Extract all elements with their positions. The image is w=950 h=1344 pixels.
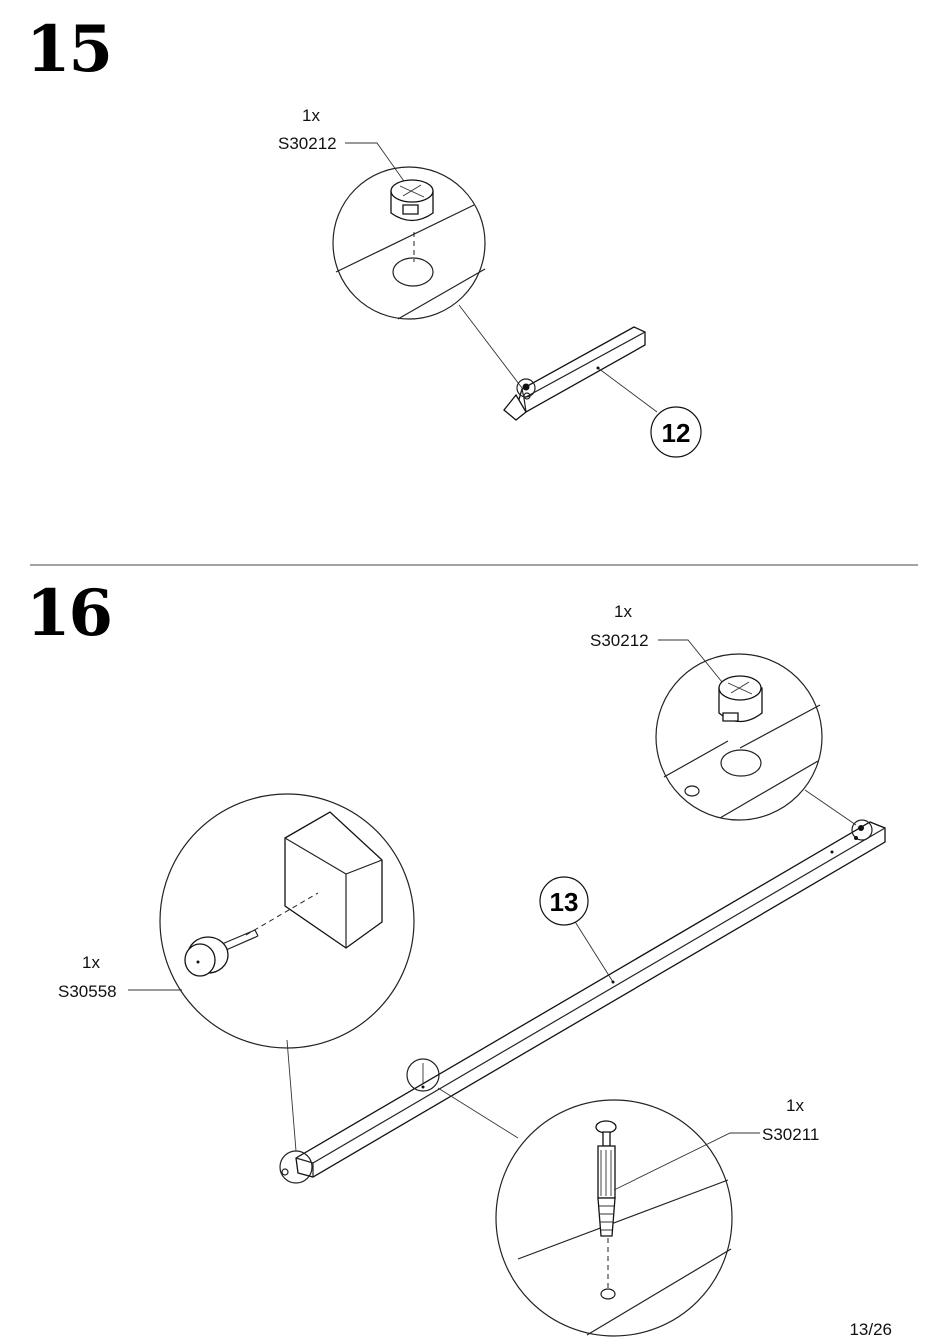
cam-lock-leader-line bbox=[658, 640, 722, 682]
rail-part-12 bbox=[504, 327, 645, 420]
part-leader-line bbox=[598, 368, 657, 412]
fitting-code: S30212 bbox=[278, 135, 337, 152]
fitting-code: S30558 bbox=[58, 983, 117, 1000]
page-number: 13/26 bbox=[849, 1320, 892, 1340]
part-badge-12: 12 bbox=[651, 407, 701, 457]
part-badge-12-text: 12 bbox=[662, 418, 691, 448]
glide-detail-circle bbox=[160, 794, 414, 1048]
detail-connector bbox=[459, 305, 522, 388]
fitting-code: S30212 bbox=[590, 632, 649, 649]
dowel-icon bbox=[596, 1121, 616, 1236]
dowel-leader-line bbox=[614, 1133, 760, 1190]
fitting-qty: 1x bbox=[82, 954, 100, 971]
dowel-detail-connector bbox=[438, 1088, 518, 1138]
cam-detail-connector bbox=[805, 790, 856, 825]
part-badge-13-text: 13 bbox=[550, 887, 579, 917]
part-badge-13: 13 bbox=[540, 877, 588, 925]
cam-lock-icon bbox=[391, 180, 433, 221]
step-15-illustration: 12 bbox=[333, 143, 701, 457]
glide-detail-connector bbox=[287, 1040, 296, 1151]
fitting-qty: 1x bbox=[786, 1097, 804, 1114]
felt-glide-icon bbox=[185, 937, 228, 976]
cam-lock-icon bbox=[719, 676, 762, 722]
fitting-qty: 1x bbox=[302, 107, 320, 124]
fitting-leader-line bbox=[345, 143, 406, 184]
fitting-qty: 1x bbox=[614, 603, 632, 620]
step-16-illustration: 13 bbox=[128, 640, 885, 1336]
fitting-code: S30211 bbox=[762, 1126, 819, 1143]
part-13-leader-line bbox=[574, 920, 613, 982]
